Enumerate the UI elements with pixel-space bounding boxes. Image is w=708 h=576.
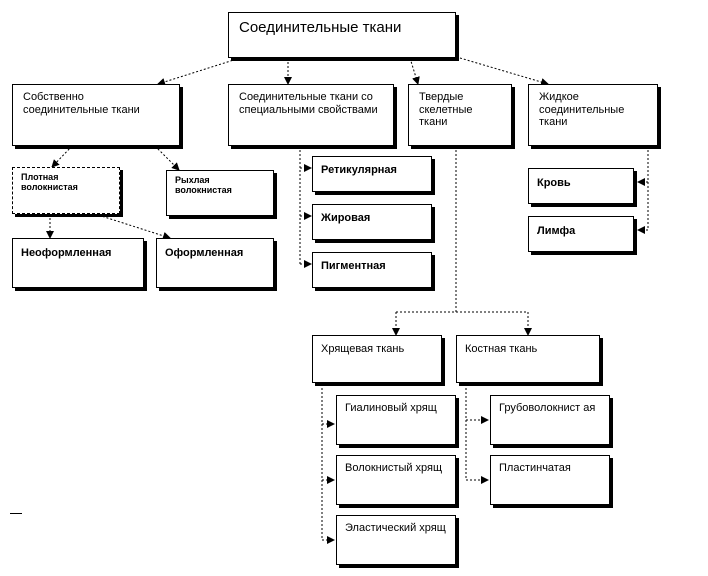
arrow-proper-dense (51, 145, 73, 168)
proper-loose: Рыхлая волокнистая (166, 170, 274, 216)
liquid-item-lymph: Лимфа (528, 216, 634, 252)
arrow-root-liquid (459, 57, 549, 86)
arrow-dense-formed (94, 213, 171, 240)
arrow-root-proper (157, 57, 241, 86)
proper-unformed: Неоформленная (12, 238, 144, 288)
proper-formed: Оформленная (156, 238, 274, 288)
category-skeletal: Твердые скелетные ткани (408, 84, 512, 146)
bone-item-coarse: Грубоволокнист ая (490, 395, 610, 445)
special-item-fat: Жировая (312, 204, 432, 240)
proper-dense: Плотная волокнистая (12, 167, 120, 214)
bone-item-lamellar: Пластинчатая (490, 455, 610, 505)
special-item-reticular: Ретикулярная (312, 156, 432, 192)
skeletal-bone: Костная ткань (456, 335, 600, 383)
arrow-root-skeletal (409, 57, 420, 85)
cartilage-item-elastic: Эластический хрящ (336, 515, 456, 565)
root-box: Соединительные ткани (228, 12, 456, 58)
stray-dash-mark (10, 513, 22, 514)
category-special: Соединительные ткани со специальными сво… (228, 84, 394, 146)
liquid-item-blood: Кровь (528, 168, 634, 204)
special-item-pigment: Пигментная (312, 252, 432, 288)
arrow-proper-loose (154, 145, 180, 171)
cartilage-item-hyaline: Гиалиновый хрящ (336, 395, 456, 445)
cartilage-item-fibrous: Волокнистый хрящ (336, 455, 456, 505)
skeletal-cartilage: Хрящевая ткань (312, 335, 442, 383)
category-proper: Собственно соединительные ткани (12, 84, 180, 146)
category-liquid: Жидкое соединительные ткани (528, 84, 658, 146)
